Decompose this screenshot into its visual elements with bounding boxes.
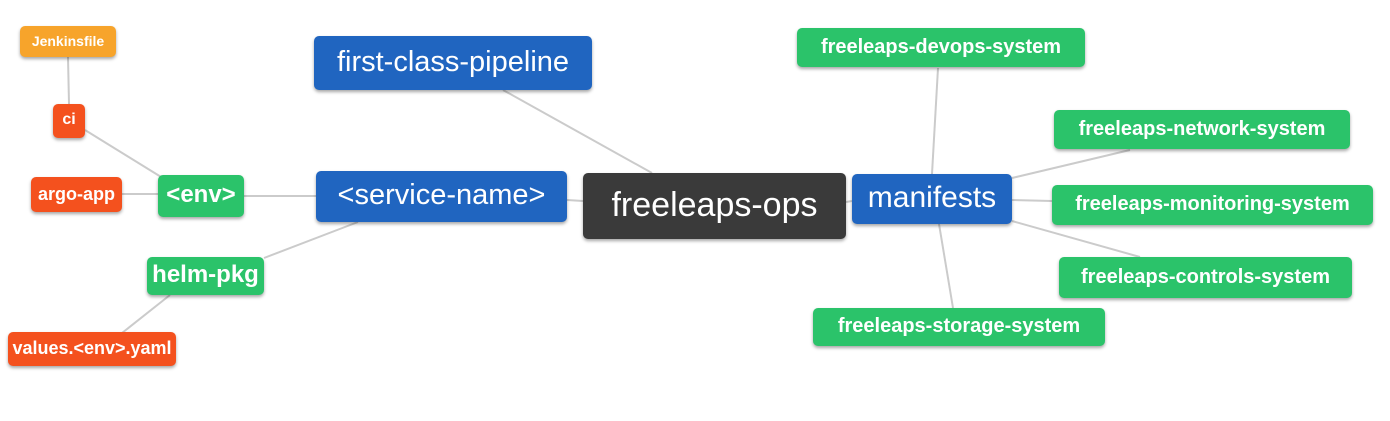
edge-manifests-to-freeleaps-devops-system [931, 67, 939, 175]
edge-manifests-to-freeleaps-monitoring-system [1011, 199, 1053, 202]
edge-jenkinsfile-to-ci [67, 56, 70, 105]
node-argo-app[interactable]: argo-app [31, 177, 122, 212]
node-env[interactable]: <env> [158, 175, 244, 217]
edge-manifests-to-freeleaps-storage-system [938, 223, 954, 309]
node-jenkinsfile[interactable]: Jenkinsfile [20, 26, 116, 57]
node-label: freeleaps-monitoring-system [1075, 193, 1350, 215]
node-label: manifests [867, 181, 997, 214]
edge-helm-pkg-to-values-env-yaml [121, 294, 171, 334]
node-label: values.<env>.yaml [12, 338, 172, 358]
node-helm-pkg[interactable]: helm-pkg [147, 257, 264, 295]
node-label: argo-app [37, 183, 115, 204]
node-label: freeleaps-ops [611, 186, 818, 224]
node-freeleaps-storage-system[interactable]: freeleaps-storage-system [813, 308, 1105, 346]
node-freeleaps-controls-system[interactable]: freeleaps-controls-system [1059, 257, 1352, 298]
node-label: freeleaps-network-system [1078, 117, 1326, 140]
node-freeleaps-ops[interactable]: freeleaps-ops [583, 173, 846, 239]
node-label: freeleaps-controls-system [1081, 265, 1330, 288]
edge-manifests-to-freeleaps-controls-system [1011, 220, 1141, 258]
node-freeleaps-network-system[interactable]: freeleaps-network-system [1054, 110, 1350, 149]
node-label: <env> [166, 181, 236, 208]
node-label: <service-name> [337, 179, 546, 211]
node-values-env-yaml[interactable]: values.<env>.yaml [8, 332, 176, 366]
edge-manifests-to-freeleaps-network-system [1011, 149, 1131, 179]
node-ci[interactable]: ci [53, 104, 85, 138]
node-first-class-pipeline[interactable]: first-class-pipeline [314, 36, 592, 90]
node-label: first-class-pipeline [336, 45, 570, 78]
node-label: freeleaps-devops-system [820, 35, 1062, 58]
edge-freeleaps-ops-to-manifests [845, 200, 853, 203]
node-label: Jenkinsfile [31, 32, 105, 49]
node-freeleaps-devops-system[interactable]: freeleaps-devops-system [797, 28, 1085, 67]
node-label: freeleaps-storage-system [837, 315, 1081, 337]
edge-service-name-to-freeleaps-ops [566, 199, 584, 202]
node-service-name[interactable]: <service-name> [316, 171, 567, 222]
edge-ci-to-env [84, 129, 167, 181]
edge-service-name-to-helm-pkg [263, 221, 359, 259]
node-label: ci [62, 111, 76, 128]
edge-first-class-pipeline-to-freeleaps-ops [502, 89, 653, 174]
node-label: helm-pkg [152, 261, 259, 288]
node-manifests[interactable]: manifests [852, 174, 1012, 224]
node-freeleaps-monitoring-system[interactable]: freeleaps-monitoring-system [1052, 185, 1373, 225]
